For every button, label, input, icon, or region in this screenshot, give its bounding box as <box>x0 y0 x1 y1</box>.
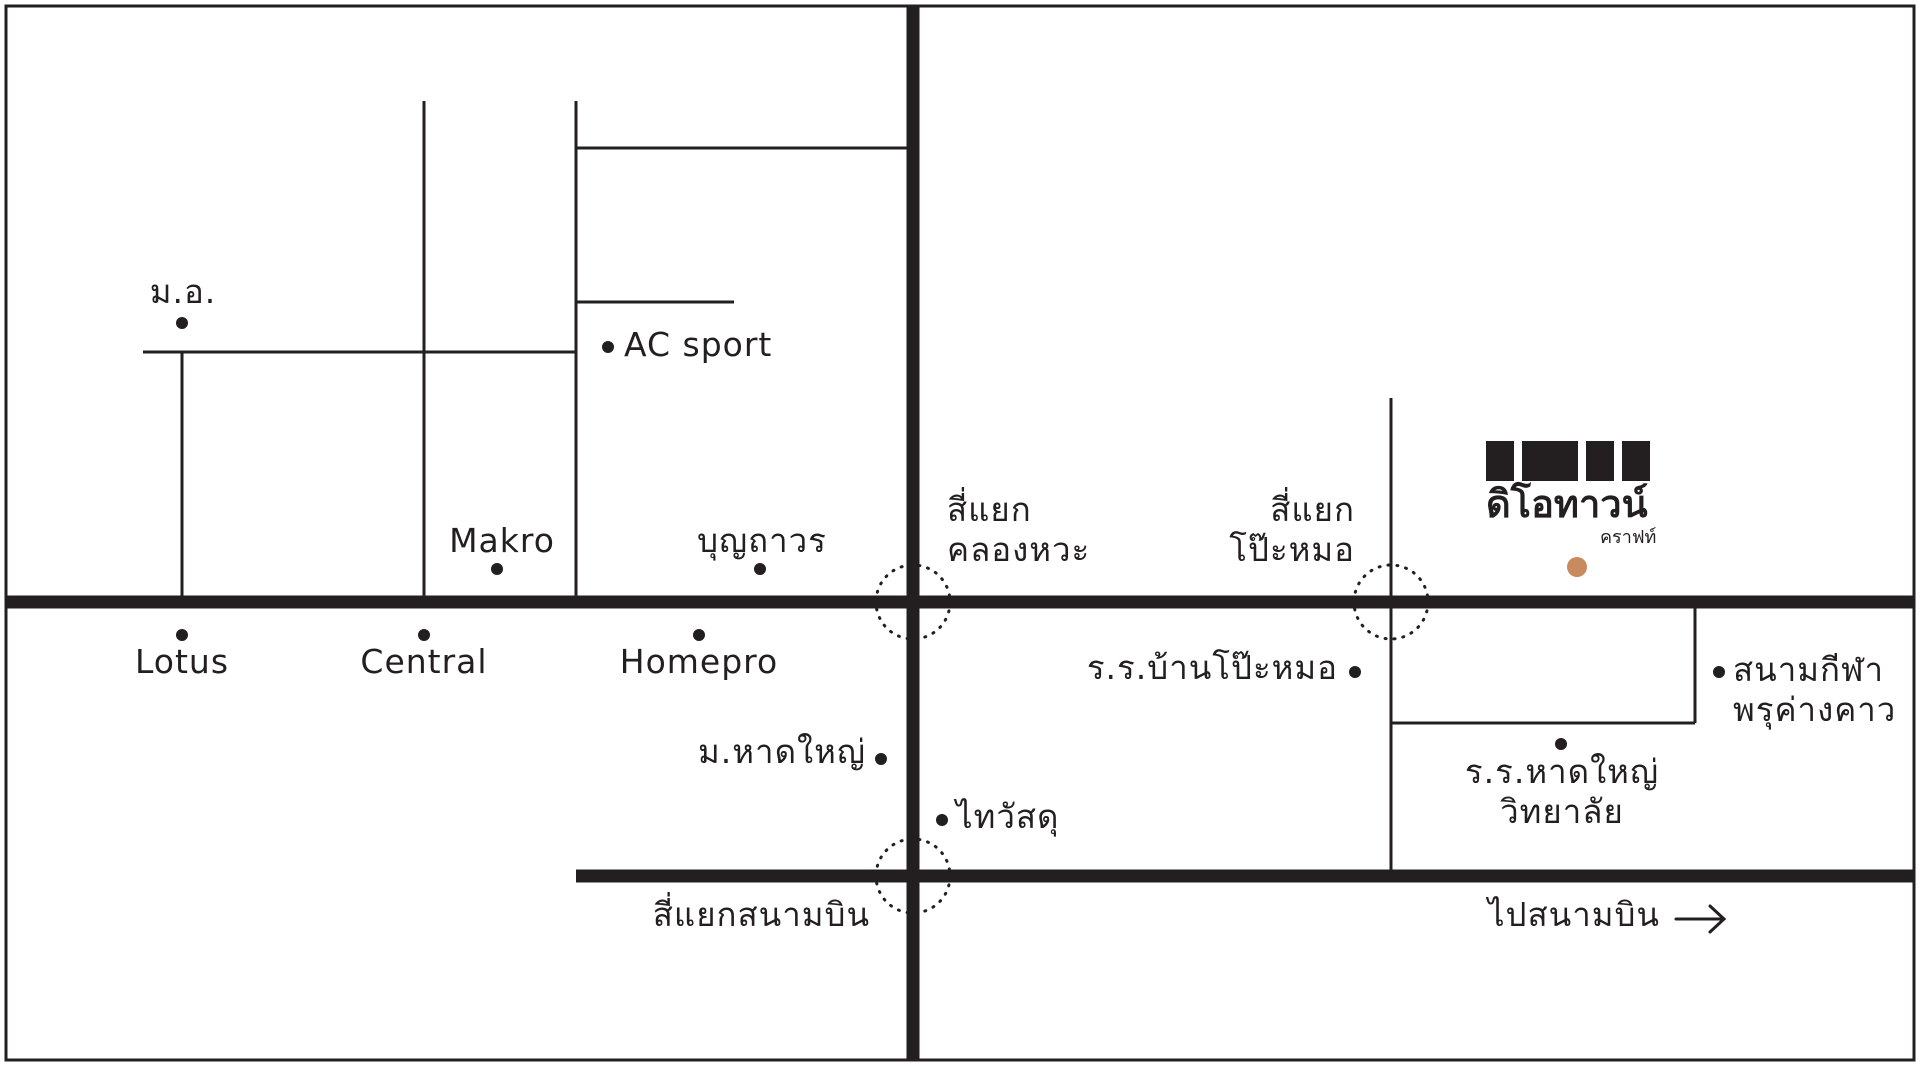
landmark-dot-mor-or <box>176 317 188 329</box>
arrow-right-icon <box>1674 904 1727 934</box>
landmark-dot-stadium <box>1713 666 1725 678</box>
label-intersection-khlong-hwa-line1: สี่แยก <box>947 490 1032 529</box>
label-stadium-line2: พรุค่างคาว <box>1733 689 1897 729</box>
label-makro: Makro <box>449 521 555 560</box>
logo-sub-text: คราฟท์ <box>1600 527 1657 548</box>
label-stadium-line1: สนามกีฬา <box>1733 650 1885 689</box>
label-intersection-pohmor-line2: โป๊ะหมอ <box>1229 529 1355 569</box>
label-intersection-pohmor-line1: สี่แยก <box>1270 490 1355 529</box>
label-mor-or: ม.อ. <box>149 272 217 311</box>
label-boonthavorn: บุญถาวร <box>697 521 827 560</box>
landmark-dot-ban-pohmor-school <box>1349 666 1361 678</box>
intersection-marker-airport <box>874 837 952 915</box>
label-central: Central <box>360 642 488 681</box>
logo-block <box>1486 441 1514 481</box>
label-to-airport: ไปสนามบิน <box>1487 895 1660 934</box>
landmark-dot-hatyai-univ <box>875 753 887 765</box>
label-intersection-pohmor: สี่แยก โป๊ะหมอ <box>1229 490 1355 569</box>
label-hatyai-school-line1: ร.ร.หาดใหญ่ <box>1464 752 1660 791</box>
label-intersection-airport: สี่แยกสนามบิน <box>652 895 870 934</box>
landmark-dot-ac-sport <box>602 341 614 353</box>
label-intersection-khlong-hwa: สี่แยก คลองหวะ <box>947 490 1090 569</box>
logo-block <box>1622 441 1650 481</box>
logo-block <box>1586 441 1614 481</box>
label-ac-sport: AC sport <box>624 325 773 364</box>
landmark-dot-hatyai-school <box>1555 738 1567 750</box>
label-homepro: Homepro <box>619 642 779 681</box>
map-frame <box>4 4 1916 1062</box>
label-hatyai-univ: ม.หาดใหญ่ <box>698 732 866 771</box>
label-thai-watsadu: ไทวัสดุ <box>956 797 1060 836</box>
label-hatyai-school: ร.ร.หาดใหญ่ วิทยาลัย <box>1465 752 1659 831</box>
landmark-dot-makro <box>491 563 503 575</box>
label-ban-pohmor-school: ร.ร.บ้านโป๊ะหมอ <box>1086 648 1338 687</box>
label-hatyai-school-line2: วิทยาลัย <box>1500 791 1624 831</box>
intersection-marker-pohmor <box>1352 563 1430 641</box>
landmark-dot-central <box>418 629 430 641</box>
logo: ดิโอทาวน์ คราฟท์ <box>1486 441 1676 553</box>
logo-block <box>1522 441 1578 481</box>
logo-main-text: ดิโอทาวน์ <box>1486 482 1648 526</box>
destination-marker <box>1567 557 1587 577</box>
landmark-dot-boonthavorn <box>754 563 766 575</box>
label-intersection-khlong-hwa-line2: คลองหวะ <box>947 529 1091 569</box>
landmark-dot-homepro <box>693 629 705 641</box>
landmark-dot-lotus <box>176 629 188 641</box>
intersection-marker-khlong-hwa <box>874 563 952 641</box>
landmark-dot-thai-watsadu <box>936 814 948 826</box>
label-lotus: Lotus <box>134 642 230 681</box>
label-stadium: สนามกีฬา พรุค่างคาว <box>1733 650 1896 729</box>
